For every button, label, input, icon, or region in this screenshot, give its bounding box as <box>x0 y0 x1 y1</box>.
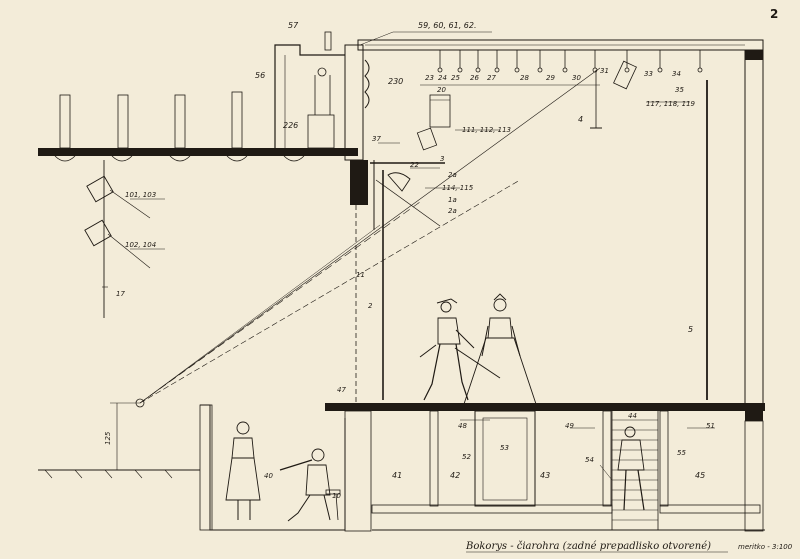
sight-lines <box>110 67 601 470</box>
label-117: 117, 118, 119 <box>646 100 696 108</box>
pit-singer <box>225 421 261 520</box>
stage-floor <box>325 403 765 421</box>
label-2a-bottom: 2a <box>448 207 457 215</box>
label-114: 114, 115 <box>442 184 474 192</box>
orchestra-pit <box>225 421 341 522</box>
label-55: 55 <box>677 449 686 457</box>
label-59: 59, 60, 61, 62. <box>418 21 477 30</box>
fly-battens <box>437 50 703 129</box>
label-4: 4 <box>578 115 583 124</box>
label-47: 47 <box>337 386 346 394</box>
scale-note: meritko - 3:100 <box>738 543 793 551</box>
label-31: 31 <box>600 67 609 75</box>
upper-structure <box>274 31 345 148</box>
label-28: 28 <box>520 74 529 82</box>
label-43: 43 <box>540 471 550 480</box>
label-24: 24 <box>438 74 447 82</box>
label-42: 42 <box>450 471 460 480</box>
pit-trumpeter <box>279 448 341 522</box>
label-53: 53 <box>500 444 509 452</box>
label-57: 57 <box>288 21 299 30</box>
stage-roof <box>357 39 764 411</box>
label-101: 101, 103 <box>125 191 156 199</box>
part-labels: 57 59, 60, 61, 62. 56 230 226 23 24 25 2… <box>104 21 715 500</box>
label-125: 125 <box>104 431 112 445</box>
label-230: 230 <box>388 77 403 86</box>
actor-figures <box>419 293 537 405</box>
lighting-fixtures <box>370 94 451 192</box>
label-102: 102, 104 <box>125 241 156 249</box>
label-2a-top: 2a <box>448 171 457 179</box>
label-22: 22 <box>410 161 419 169</box>
label-45: 45 <box>695 471 705 480</box>
label-52: 52 <box>462 453 471 461</box>
trap-ladder <box>611 411 659 530</box>
label-26: 26 <box>470 74 479 82</box>
trap-figure <box>617 426 645 511</box>
label-10: 10 <box>332 492 341 500</box>
label-11: 11 <box>356 271 365 279</box>
label-27: 27 <box>487 74 496 82</box>
actor-man <box>419 298 501 401</box>
auditorium-lamps <box>84 160 151 318</box>
label-29: 29 <box>546 74 555 82</box>
label-54: 54 <box>585 456 594 464</box>
label-35: 35 <box>675 86 684 94</box>
label-48: 48 <box>458 422 467 430</box>
label-3: 3 <box>440 155 444 163</box>
page-number: 2 <box>770 7 778 21</box>
label-17: 17 <box>116 290 125 298</box>
ground-line <box>38 469 200 479</box>
stage-frame <box>373 80 708 400</box>
label-1a: 1a <box>448 196 457 204</box>
proscenium-wall <box>344 44 370 410</box>
label-51: 51 <box>706 422 715 430</box>
label-2: 2 <box>368 302 373 310</box>
label-49: 49 <box>565 422 574 430</box>
label-34: 34 <box>672 70 681 78</box>
label-5: 5 <box>688 325 693 334</box>
label-40: 40 <box>264 472 273 480</box>
label-23: 23 <box>425 74 434 82</box>
label-30: 30 <box>572 74 581 82</box>
label-226: 226 <box>283 121 298 130</box>
actor-woman <box>463 293 537 405</box>
label-44: 44 <box>628 412 637 420</box>
label-111: 111, 112, 113 <box>462 126 511 134</box>
label-41: 41 <box>392 471 402 480</box>
label-20: 20 <box>437 86 446 94</box>
auditorium-ceiling <box>38 91 358 162</box>
label-33: 33 <box>644 70 653 78</box>
under-stage <box>199 404 765 532</box>
leader-lines <box>130 31 715 481</box>
label-56: 56 <box>255 71 265 80</box>
label-25: 25 <box>451 74 460 82</box>
label-37: 37 <box>372 135 381 143</box>
drawing-caption: Bokorys - čiarohra (zadné prepadlisko ot… <box>465 541 711 552</box>
